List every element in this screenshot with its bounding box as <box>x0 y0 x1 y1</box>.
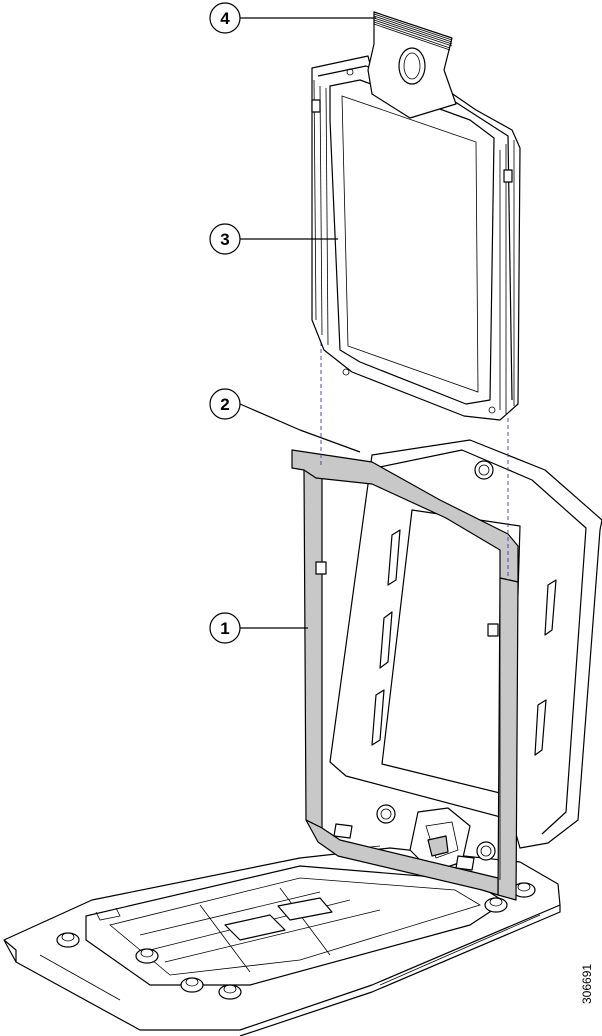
grip-icon <box>373 13 453 51</box>
alignment-guides <box>320 342 509 580</box>
callout-3-label: 3 <box>220 230 229 249</box>
screw-icon <box>476 841 496 861</box>
callout-4: 4 <box>209 2 241 34</box>
callout-1: 1 <box>209 612 241 644</box>
figure-id: 306691 <box>580 964 594 1004</box>
callout-2: 2 <box>209 388 241 420</box>
screw-icon <box>484 897 508 913</box>
callout-2-label: 2 <box>220 395 229 414</box>
screw-icon <box>180 977 204 993</box>
callout-leaders <box>239 17 376 629</box>
callout-4-label: 4 <box>220 9 230 28</box>
screw-icon <box>56 932 80 948</box>
socket-base <box>3 841 561 1036</box>
carrier-handle <box>367 11 457 119</box>
callout-3: 3 <box>209 223 241 255</box>
pnp-frame <box>291 449 519 901</box>
callout-1-label: 1 <box>220 619 229 638</box>
socket-load-plate <box>329 439 602 873</box>
screw-icon <box>218 984 242 1000</box>
screw-icon <box>135 948 159 964</box>
screw-icon <box>474 460 494 480</box>
screw-icon <box>376 804 396 824</box>
